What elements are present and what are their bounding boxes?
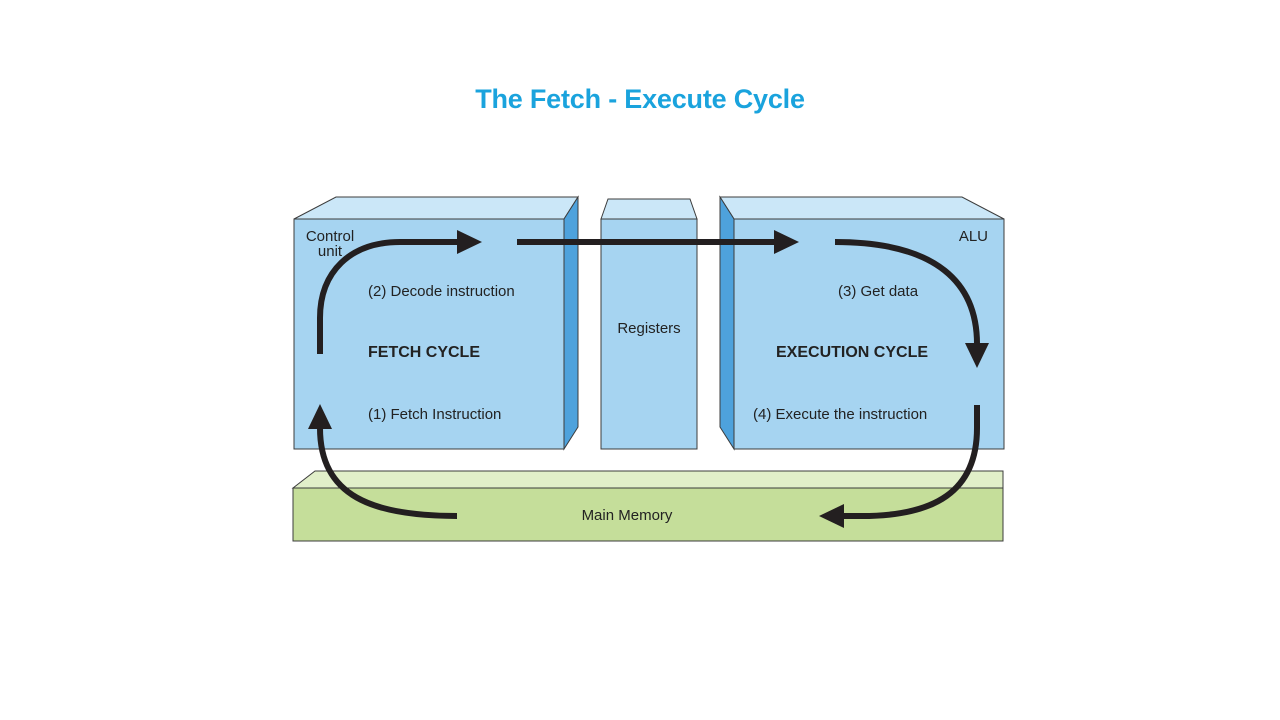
arrow-get-data-to-execute	[834, 239, 989, 368]
fetch-instruction-step: (1) Fetch Instruction	[368, 406, 501, 423]
alu-front-face	[733, 218, 1005, 450]
registers-top-face	[600, 198, 698, 220]
alu-side-face	[719, 195, 735, 451]
control-unit-label-line2: unit	[318, 243, 343, 260]
arrow-execute-to-memory	[819, 405, 980, 528]
get-data-step: (3) Get data	[838, 283, 919, 300]
execution-cycle-label: EXECUTION CYCLE	[776, 344, 928, 361]
registers-label: Registers	[617, 320, 680, 337]
execute-instruction-step: (4) Execute the instruction	[753, 406, 927, 423]
registers-front-face	[600, 218, 698, 450]
arrow-fetch-to-decode	[317, 230, 482, 354]
decode-instruction-step: (2) Decode instruction	[368, 283, 515, 300]
control-unit-box: Control unit (2) Decode instruction FETC…	[293, 195, 579, 451]
alu-label: ALU	[959, 228, 988, 245]
main-memory-top-face	[291, 470, 1004, 489]
control-unit-label: Control	[306, 228, 354, 245]
main-memory-label: Main Memory	[582, 507, 673, 524]
registers-box: Registers	[600, 198, 698, 450]
alu-top-face	[719, 196, 1005, 220]
fetch-cycle-label: FETCH CYCLE	[368, 344, 480, 361]
main-memory-block: Main Memory	[291, 470, 1004, 542]
cycle-arrows	[308, 230, 989, 528]
slide-title: The Fetch - Execute Cycle	[475, 84, 805, 114]
control-unit-front-face	[293, 218, 565, 450]
control-unit-side-face	[563, 195, 579, 451]
control-unit-top-face	[293, 196, 579, 220]
alu-box: ALU (3) Get data EXECUTION CYCLE (4) Exe…	[719, 195, 1005, 451]
arrow-memory-to-control-unit	[308, 404, 458, 519]
